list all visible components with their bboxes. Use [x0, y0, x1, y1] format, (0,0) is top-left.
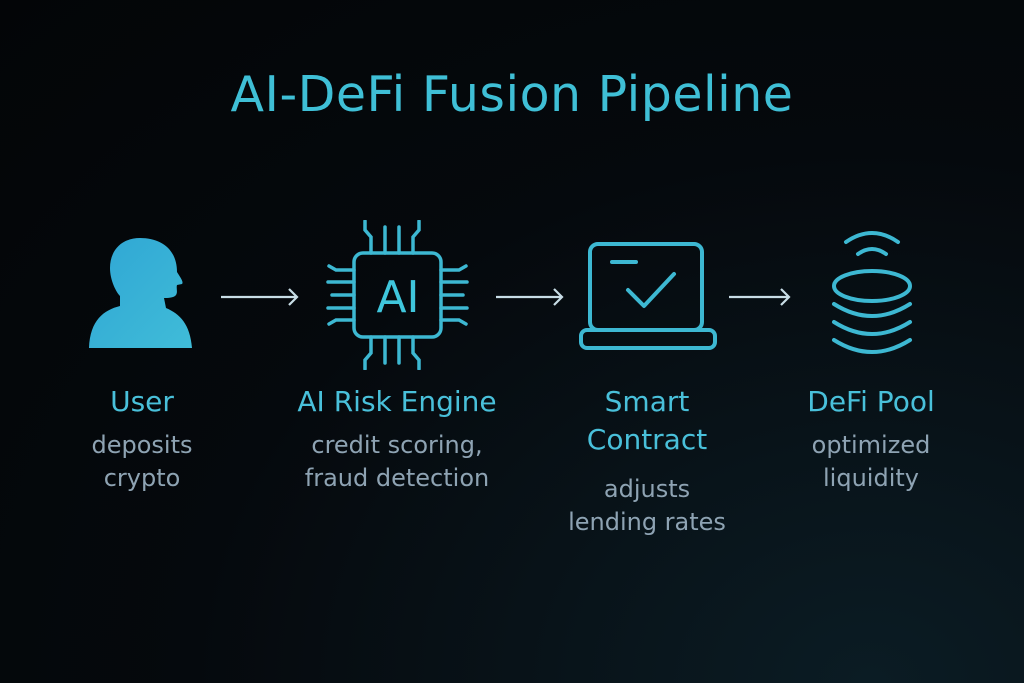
step-description: credit scoring, fraud detection [267, 429, 527, 495]
step-ai-risk-engine: AI Risk Engine credit scoring, fraud det… [267, 383, 527, 495]
step-label: AI Risk Engine [297, 385, 497, 418]
step-description: optimized liquidity [741, 429, 1001, 495]
coin-stack-signal-icon [832, 231, 912, 354]
step-label: User [110, 385, 174, 418]
desc-line: lending rates [568, 508, 726, 536]
step-smart-contract: Smart Contract adjusts lending rates [517, 383, 777, 539]
step-label: DeFi Pool [807, 385, 935, 418]
ai-chip-icon: AI [326, 220, 469, 370]
desc-line: fraud detection [304, 464, 490, 492]
arrow-icon [496, 288, 564, 306]
label-line: Contract [586, 423, 708, 456]
user-silhouette-icon [89, 238, 192, 348]
desc-line: credit scoring, [311, 431, 483, 459]
step-user: User deposits crypto [12, 383, 272, 495]
step-label: Smart Contract [517, 383, 777, 459]
step-description: adjusts lending rates [517, 473, 777, 539]
diagram-title: AI-DeFi Fusion Pipeline [230, 66, 794, 123]
desc-line: optimized [811, 431, 931, 459]
ai-chip-label: AI [376, 272, 419, 323]
step-defi-pool: DeFi Pool optimized liquidity [741, 383, 1001, 495]
arrow-icon [221, 288, 299, 306]
laptop-check-icon [579, 242, 717, 350]
desc-line: adjusts [603, 475, 691, 503]
desc-line: liquidity [823, 464, 919, 492]
arrow-icon [729, 288, 791, 306]
desc-line: crypto [103, 464, 181, 492]
label-line: Smart [604, 385, 690, 418]
desc-line: deposits [91, 431, 193, 459]
step-description: deposits crypto [12, 429, 272, 495]
